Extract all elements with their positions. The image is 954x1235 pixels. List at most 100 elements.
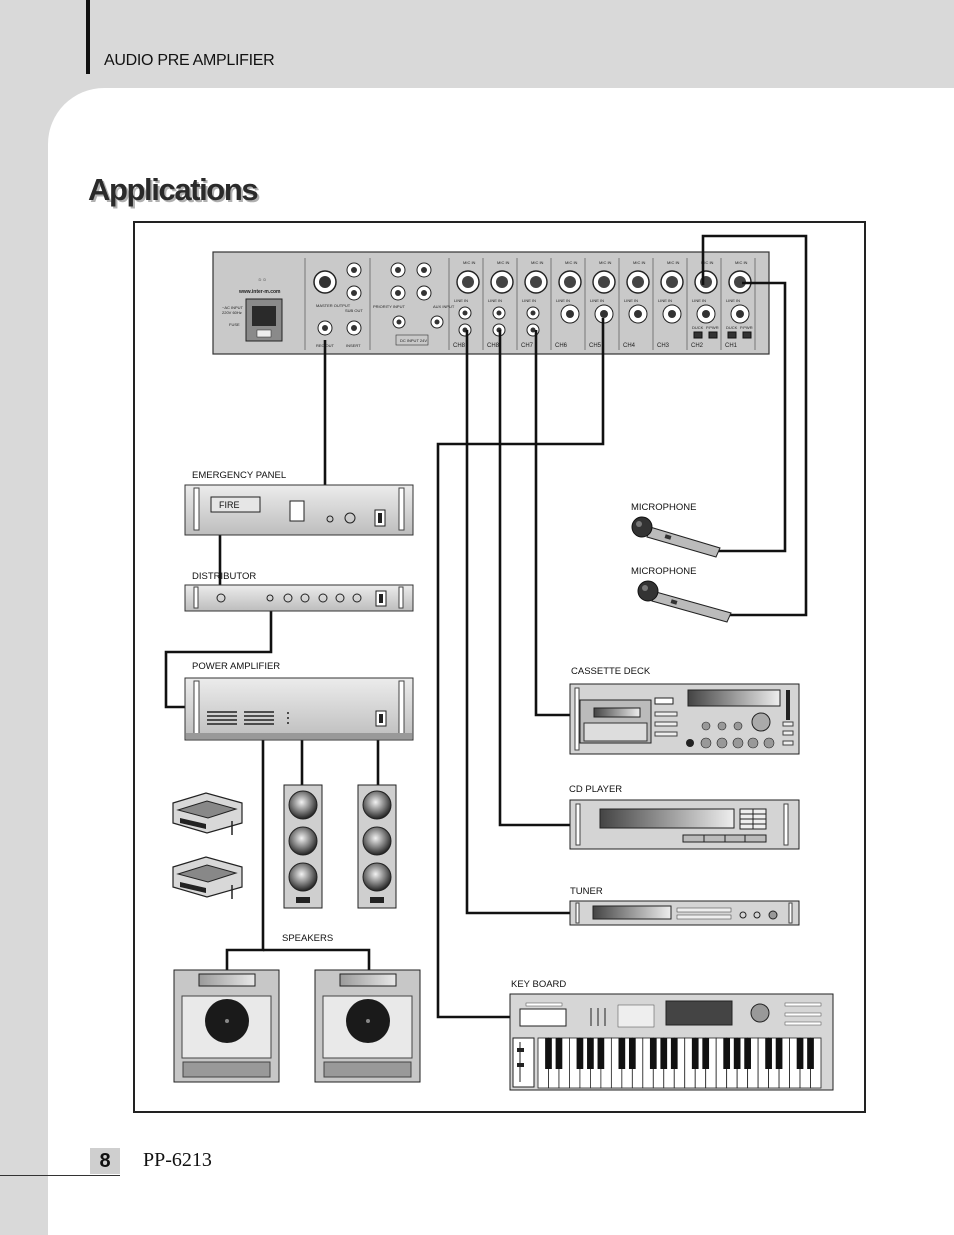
master-output-label: MASTER OUTPUT	[316, 303, 351, 308]
channel-label: CH5	[589, 343, 602, 349]
power-amplifier	[184, 677, 414, 741]
cable-ch8-to-cd	[498, 330, 570, 827]
keyboard	[509, 993, 834, 1091]
header-title: AUDIO PRE AMPLIFIER	[104, 52, 275, 69]
sub-out-label: SUB OUT	[345, 308, 363, 313]
fire-display: FIRE	[219, 500, 240, 510]
rear-panel: ♲ ♲ www.inter-m.com ~AC INPUT 220V 60Hz …	[212, 251, 770, 355]
phantom-switch	[708, 331, 718, 339]
black-key	[587, 1038, 594, 1069]
floor-speaker-right	[314, 969, 421, 1083]
black-key	[765, 1038, 772, 1069]
black-key	[649, 1038, 657, 1069]
dc-input-label: DC INPUT 24V	[400, 338, 427, 343]
line-in-label: LINE IN	[556, 298, 570, 303]
page-number: 8	[90, 1148, 120, 1174]
cable-ch2-to-mic2	[701, 234, 808, 617]
power-amplifier-label: POWER AMPLIFIER	[192, 661, 280, 672]
cable-amp-to-speaker-left	[225, 740, 265, 970]
black-key	[796, 1038, 804, 1069]
black-key	[597, 1038, 605, 1069]
ac-spec-label: 220V 60Hz	[222, 310, 242, 315]
black-key	[628, 1038, 636, 1069]
mic-in-label: MIC IN	[667, 260, 680, 265]
channel-label: CH7	[521, 343, 534, 349]
channel-label: CH6	[555, 343, 568, 349]
website-text: www.inter-m.com	[238, 289, 281, 295]
header-bar	[86, 0, 90, 74]
black-key	[744, 1038, 751, 1069]
mic-in-label: MIC IN	[463, 260, 476, 265]
black-key	[691, 1038, 699, 1069]
cable-distributor-to-amplifier	[164, 611, 273, 709]
mic-in-label: MIC IN	[633, 260, 646, 265]
cassette-deck-label: CASSETTE DECK	[571, 666, 651, 677]
black-key	[670, 1038, 678, 1069]
channel-label: CH3	[657, 343, 670, 349]
duck-label: DUCK	[726, 325, 738, 330]
mic-in-label: MIC IN	[735, 260, 748, 265]
duck-switch	[693, 331, 703, 339]
aux-input-label: AUX INPUT	[433, 304, 455, 309]
phantom-label: P.PWR	[706, 325, 719, 330]
mic-in-label: MIC IN	[565, 260, 578, 265]
phantom-label: P.PWR	[740, 325, 753, 330]
cassette-deck	[569, 683, 800, 755]
insert-label: INSERT	[346, 343, 361, 348]
cable-ch1-to-mic1	[718, 281, 787, 553]
column-speaker-1	[283, 784, 323, 909]
keyboard-label: KEY BOARD	[511, 979, 566, 990]
mic-in-label: MIC IN	[701, 260, 714, 265]
line-in-label: LINE IN	[726, 298, 740, 303]
microphone-1-label: MICROPHONE	[631, 502, 696, 513]
channel-label: CH8	[487, 343, 500, 349]
cables	[164, 234, 808, 1019]
cable-amp-to-speaker-right	[263, 948, 371, 970]
phantom-switch	[742, 331, 752, 339]
floor-speaker-left	[173, 969, 280, 1083]
black-key	[555, 1038, 563, 1069]
section-title: Applications	[88, 172, 259, 207]
black-key	[702, 1038, 710, 1069]
cd-player-label: CD PLAYER	[569, 784, 622, 795]
emergency-panel: FIRE	[184, 484, 414, 536]
microphone-2-label: MICROPHONE	[631, 566, 696, 577]
black-key	[618, 1038, 626, 1069]
black-key	[775, 1038, 783, 1069]
channel-label: CH8	[453, 343, 466, 349]
mic-in-label: MIC IN	[497, 260, 510, 265]
cable-ch8-to-tuner	[465, 330, 570, 915]
emergency-panel-label: EMERGENCY PANEL	[192, 470, 286, 481]
priority-input-label: PRIORITY INPUT	[373, 304, 405, 309]
fuse-label: FUSE	[229, 322, 240, 327]
channel-label: CH2	[691, 343, 704, 349]
black-key	[733, 1038, 741, 1069]
horn-speaker-2	[172, 856, 243, 899]
black-key	[807, 1038, 814, 1069]
mic-in-label: MIC IN	[531, 260, 544, 265]
cd-player	[569, 799, 800, 850]
black-key	[545, 1038, 552, 1069]
line-in-label: LINE IN	[692, 298, 706, 303]
channel-strip: MIC IN LINE IN CH6	[555, 260, 582, 349]
distributor-label: DISTRIBUTOR	[192, 571, 256, 582]
tuner	[569, 900, 800, 926]
horn-speaker-1	[172, 792, 243, 835]
channel-label: CH1	[725, 343, 738, 349]
column-speaker-2	[357, 784, 397, 909]
duck-switch	[727, 331, 737, 339]
microphone-1	[631, 516, 721, 558]
piano-keys	[537, 1037, 822, 1089]
cable-ch5-to-keyboard	[436, 318, 605, 1019]
duck-label: DUCK	[692, 325, 704, 330]
speakers-label: SPEAKERS	[282, 933, 333, 944]
